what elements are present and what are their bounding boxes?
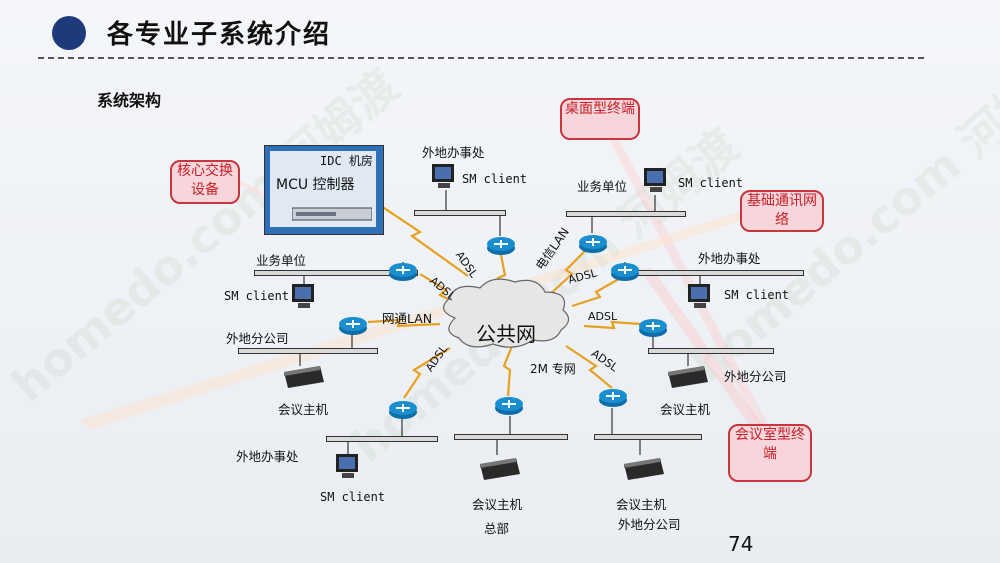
bus-hq [454,434,568,440]
bus-branch-right [648,348,774,354]
computer-icon [336,454,358,478]
callout-beam-room [640,268,770,440]
router-icon [495,397,523,415]
slide-title: 各专业子系统介绍 [107,20,332,50]
label-sm-client-right-top: SM client [678,176,744,190]
label-adsl: ADSL [588,310,618,323]
conference-host-icon [668,366,708,388]
label-netcom-lan: 网通LAN [382,311,433,326]
link-bottom-mid [502,345,514,397]
public-network-cloud [443,278,570,348]
conference-host-icon [480,458,520,480]
link-left [367,318,441,328]
mcu-device-icon [292,207,372,221]
label-sm-client-top: SM client [462,172,528,186]
computer-icon [432,164,454,188]
title-bullet [52,16,86,50]
title-divider [38,57,924,59]
label-hq: 总部 [484,521,510,536]
callout-beam-network [80,210,750,430]
mcu-label: MCU 控制器 [276,177,355,193]
page-number: 74 [728,532,754,556]
computer-icon [688,284,710,308]
link-right [571,275,625,308]
callout-core-switch: 核心交换设备 [170,160,240,204]
conference-host-icon [624,458,664,480]
label-branch-left: 外地分公司 [226,331,289,346]
callout-desktop-terminal: 桌面型终端 [560,98,640,140]
link-bottom-left [403,347,451,399]
computer-icon [292,284,314,308]
router-icon [611,263,639,281]
router-icon [487,237,515,255]
label-remote-office-right: 外地办事处 [698,251,761,266]
idc-label: IDC 机房 [320,154,373,168]
label-branch-bottom: 外地分公司 [618,517,681,532]
label-business-unit-left: 业务单位 [256,253,307,268]
callout-basic-network: 基础通讯网络 [740,190,824,232]
bus-remote-office-right [616,270,804,276]
label-sm-client-left: SM client [224,289,290,303]
cloud-label: 公共网 [476,322,536,346]
bus-remote-office-top [414,210,506,216]
label-remote-office-top: 外地办事处 [422,145,485,160]
bus-business-unit-left [254,270,418,276]
label-remote-office-bottom: 外地办事处 [236,449,299,464]
section-subtitle: 系统架构 [97,91,162,110]
bus-branch-bottom [594,434,702,440]
bus-remote-office-bottom [326,436,438,442]
bus-business-unit-right [566,211,686,217]
router-icon [389,401,417,419]
router-icon [579,235,607,253]
label-conf-host-hq: 会议主机 [472,497,523,512]
conference-host-icon [284,366,324,388]
link-right-mid [583,320,641,330]
label-business-unit-right: 业务单位 [577,179,628,194]
label-conf-host-right: 会议主机 [660,402,711,417]
label-conf-host-left: 会议主机 [278,402,329,417]
router-icon [599,389,627,407]
link-mcu [371,199,469,277]
link-bottom-right [565,345,613,389]
label-branch-right: 外地分公司 [724,369,787,384]
router-icon [339,317,367,335]
label-conf-host-branch: 会议主机 [616,497,667,512]
label-sm-client-bottom: SM client [320,490,386,504]
link-right-top [547,245,591,297]
callout-room-terminal: 会议室型终端 [728,424,812,482]
router-icon [389,263,417,281]
label-sm-client-right: SM client [724,288,790,302]
bus-branch-left [238,348,378,354]
router-icon [639,319,667,337]
computer-icon [644,168,666,192]
label-2m-private: 2M 专网 [530,362,576,376]
